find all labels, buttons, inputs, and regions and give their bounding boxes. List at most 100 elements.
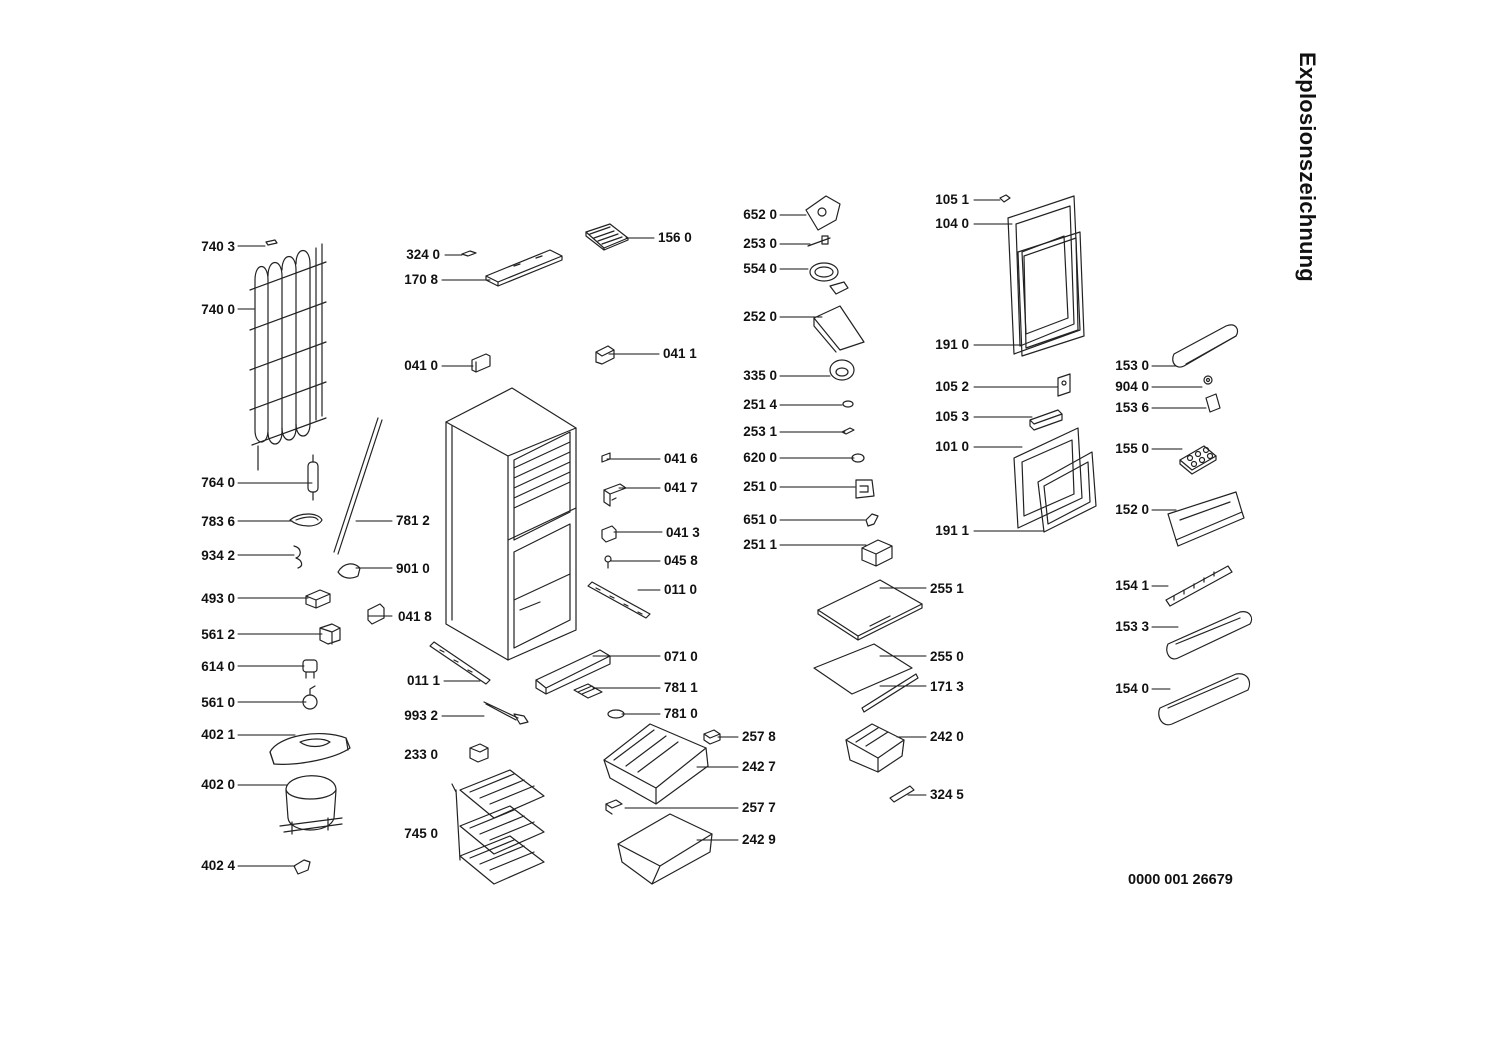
bracket-right (595, 345, 615, 365)
part-label-4930: 493 0 (201, 591, 235, 606)
bracket-0418 (367, 603, 385, 625)
part-label-9342: 934 2 (201, 548, 235, 563)
part-label-0416: 041 6 (664, 451, 698, 466)
part-label-2429: 242 9 (742, 832, 776, 847)
butter-lid-1530 (1172, 324, 1239, 368)
part-label-1560: 156 0 (658, 230, 692, 245)
part-label-4021: 402 1 (201, 727, 235, 742)
compressor (279, 775, 343, 835)
part-label-1540: 154 0 (1115, 681, 1149, 696)
gasket-1910 (1017, 231, 1085, 357)
part-label-1051: 105 1 (935, 192, 969, 207)
knob-2530 (807, 235, 831, 247)
part-label-2420: 242 0 (930, 729, 964, 744)
bracket-left (471, 353, 491, 373)
part-label-0110: 011 0 (664, 582, 698, 597)
part-label-2551: 255 1 (930, 581, 964, 596)
part-label-7836: 783 6 (201, 514, 235, 529)
rail-0110 (587, 581, 651, 619)
document-number: 0000 001 26679 (1128, 872, 1233, 888)
clip-9010 (337, 563, 361, 579)
part-label-0410: 041 0 (404, 358, 438, 373)
part-label-0418: 041 8 (398, 609, 432, 624)
part-label-7810: 781 0 (664, 706, 698, 721)
strip-3245 (889, 785, 915, 803)
drawer-2429 (617, 813, 713, 885)
part-label-1052: 105 2 (935, 379, 969, 394)
compressor-mount (293, 859, 311, 875)
part-label-7811: 781 1 (664, 680, 698, 695)
condenser-coil (249, 239, 327, 471)
part-label-2531: 253 1 (743, 424, 777, 439)
shelves-7450 (451, 769, 545, 885)
hinge-0413 (601, 525, 617, 543)
tray-part (305, 589, 331, 609)
cabinet-rod (333, 417, 383, 555)
screw-0458 (604, 555, 612, 569)
part-label-6140: 614 0 (201, 659, 235, 674)
part-label-1010: 101 0 (935, 439, 969, 454)
part-label-6510: 651 0 (743, 512, 777, 527)
part-label-2577: 257 7 (742, 800, 776, 815)
part-label-2578: 257 8 (742, 729, 776, 744)
bracket-1536 (1205, 393, 1221, 413)
lamp-7810 (607, 709, 625, 719)
part-label-9040: 904 0 (1115, 379, 1149, 394)
cabinet (445, 387, 577, 661)
lamp-holder-5540 (809, 262, 849, 295)
glass-shelf-2550 (813, 643, 913, 695)
starter-relay (302, 685, 318, 710)
overload-protector (302, 659, 318, 679)
bolt-9040 (1203, 375, 1213, 385)
part-label-1530: 153 0 (1115, 358, 1149, 373)
thermostat-6520 (805, 195, 841, 231)
part-label-9932: 993 2 (404, 708, 438, 723)
part-label-1910: 191 0 (935, 337, 969, 352)
box-2511 (861, 539, 893, 567)
part-label-5612: 561 2 (201, 627, 235, 642)
part-label-2510: 251 0 (743, 479, 777, 494)
part-label-5540: 554 0 (743, 261, 777, 276)
part-label-3240: 324 0 (406, 247, 440, 262)
clip-0416 (601, 452, 611, 463)
part-label-1713: 171 3 (930, 679, 964, 694)
part-label-1053: 105 3 (935, 409, 969, 424)
part-label-7450: 745 0 (404, 826, 438, 841)
part-label-7403: 740 3 (201, 239, 235, 254)
switch-2330 (469, 743, 489, 763)
bottle-shelf-1520 (1167, 491, 1245, 547)
rail-0111 (429, 641, 491, 685)
housing-2520 (813, 305, 865, 353)
part-label-0411: 041 1 (663, 346, 697, 361)
part-label-0417: 041 7 (664, 480, 698, 495)
page-title: Explosionszeichnung (1295, 52, 1320, 282)
part-label-1708: 170 8 (404, 272, 438, 287)
part-label-5610: 561 0 (201, 695, 235, 710)
part-label-3350: 335 0 (743, 368, 777, 383)
capillary-loop (289, 513, 323, 527)
wire-clip (293, 545, 303, 569)
part-label-2530: 253 0 (743, 236, 777, 251)
part-label-2514: 251 4 (743, 397, 777, 412)
plug-6510 (865, 513, 879, 527)
part-label-1541: 154 1 (1115, 578, 1149, 593)
bracket-0417 (603, 483, 627, 507)
part-label-1911: 191 1 (935, 523, 969, 538)
clip-2578 (703, 729, 721, 745)
washer-2514 (842, 400, 854, 408)
compressor-cover (269, 732, 351, 765)
egg-tray-1550 (1179, 445, 1217, 475)
hinge-pin-1051 (999, 194, 1011, 203)
part-label-7812: 781 2 (396, 513, 430, 528)
gasket-1911 (1037, 451, 1097, 533)
part-label-4024: 402 4 (201, 858, 235, 873)
cover-0710 (535, 649, 611, 695)
clip-2577 (605, 799, 623, 815)
part-label-9010: 901 0 (396, 561, 430, 576)
light-cover-7811 (573, 683, 603, 699)
nut-2531 (841, 427, 855, 435)
part-label-0111: 011 1 (406, 673, 440, 688)
relay-box (319, 623, 341, 645)
